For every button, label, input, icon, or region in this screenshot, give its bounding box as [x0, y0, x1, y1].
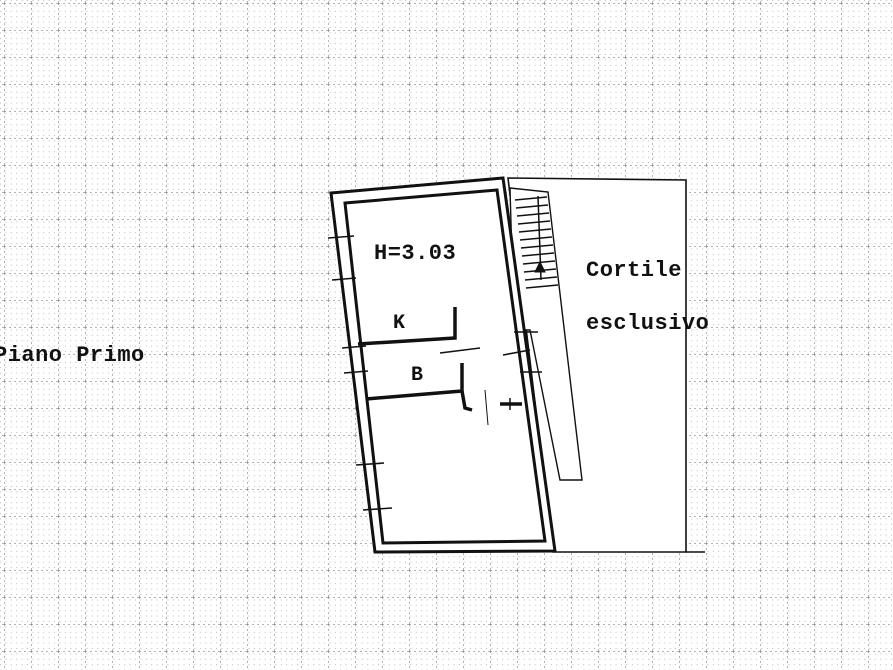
floor-label: Piano Primo [0, 343, 145, 368]
courtyard-label-line1: Cortile [586, 258, 682, 283]
courtyard-label-line2: esclusivo [586, 311, 710, 336]
stair-arrow-icon [534, 260, 546, 273]
building-walls [329, 176, 557, 554]
staircase [509, 187, 583, 481]
room-label-b: B [411, 364, 424, 387]
partitions [357, 307, 522, 426]
ceiling-height-label: H=3.03 [374, 241, 457, 266]
window-marks [327, 235, 542, 511]
room-label-k: K [393, 312, 406, 335]
